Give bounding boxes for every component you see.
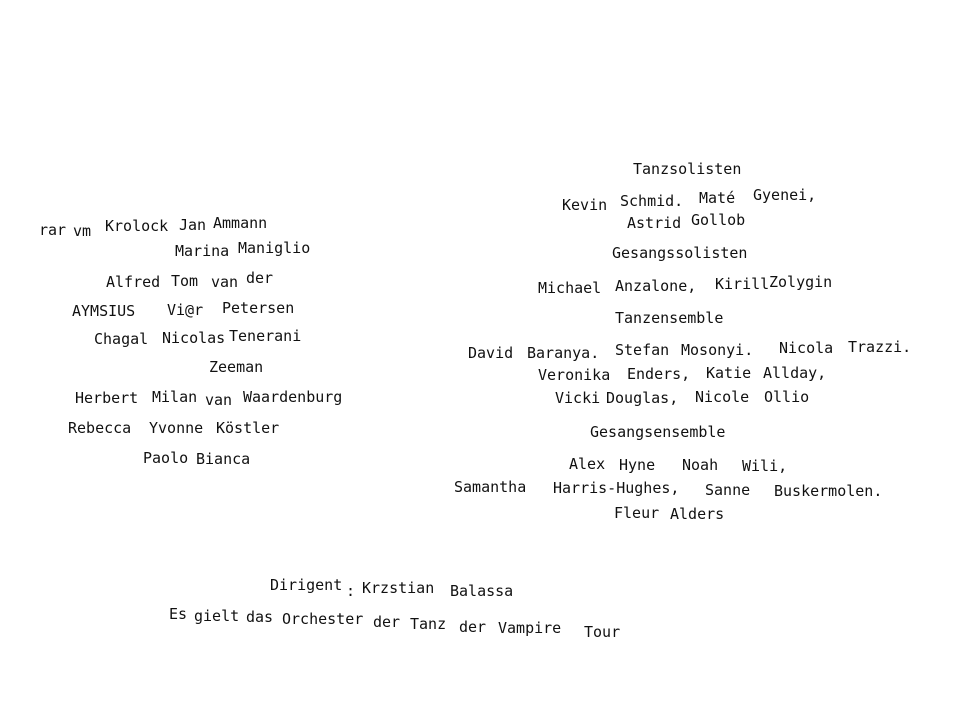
cast-word: Hyne bbox=[619, 456, 656, 474]
cast-word: Tom bbox=[171, 272, 199, 290]
section-heading: Tanzensemble bbox=[615, 309, 724, 327]
cast-word: rar bbox=[39, 221, 67, 239]
cast-word: van bbox=[205, 391, 233, 409]
cast-word: vm bbox=[73, 222, 92, 240]
cast-word: Paolo bbox=[143, 449, 189, 467]
cast-word: Tenerani bbox=[229, 327, 302, 345]
cast-word: Noah bbox=[682, 456, 719, 474]
cast-word: Es bbox=[169, 605, 188, 623]
cast-word: Ollio bbox=[764, 388, 810, 406]
cast-word: Stefan bbox=[615, 341, 670, 359]
cast-word: das bbox=[246, 608, 274, 626]
cast-word: Petersen bbox=[222, 299, 295, 317]
cast-word: Allday, bbox=[763, 364, 827, 382]
cast-word: Katie bbox=[706, 364, 752, 382]
cast-word: Alders bbox=[670, 505, 725, 523]
cast-word: Wili, bbox=[742, 457, 788, 475]
cast-word: Buskermolen. bbox=[774, 482, 883, 500]
cast-word: Orchester bbox=[282, 610, 364, 628]
cast-word: Maniglio bbox=[238, 239, 311, 257]
cast-word: Vampire bbox=[498, 619, 562, 637]
cast-word: Herbert bbox=[75, 389, 139, 407]
cast-word: der bbox=[459, 618, 487, 636]
cast-word: Vicki bbox=[555, 389, 601, 407]
cast-word: Zolygin bbox=[769, 273, 833, 291]
cast-word: Tanz bbox=[410, 615, 447, 633]
cast-word: Douglas, bbox=[606, 389, 679, 407]
cast-word: Waardenburg bbox=[243, 388, 343, 406]
cast-word: Tour bbox=[584, 623, 621, 641]
cast-word: van bbox=[211, 273, 239, 291]
cast-word: Milan bbox=[152, 388, 198, 406]
cast-word: Jan bbox=[179, 216, 207, 234]
cast-word: Trazzi. bbox=[848, 338, 912, 356]
cast-word: Bianca bbox=[196, 450, 251, 468]
cast-word: Samantha bbox=[454, 478, 527, 496]
cast-word: der bbox=[373, 613, 401, 631]
section-heading: Gesangsensemble bbox=[590, 423, 726, 441]
cast-word: AYMSIUS bbox=[72, 302, 136, 320]
cast-word: Kevin bbox=[562, 196, 608, 214]
cast-word: gielt bbox=[194, 607, 240, 625]
cast-word: Mosonyi. bbox=[681, 341, 754, 359]
cast-word: Michael bbox=[538, 279, 602, 297]
cast-word: Nicola bbox=[779, 339, 834, 357]
cast-word: Enders, bbox=[627, 365, 691, 383]
cast-word: Gyenei, bbox=[753, 186, 817, 204]
cast-word: Yvonne bbox=[149, 419, 204, 437]
cast-word: Harris-Hughes, bbox=[553, 479, 680, 497]
cast-word: Alfred bbox=[106, 273, 161, 291]
cast-word: Astrid bbox=[627, 214, 682, 232]
cast-word: Zeeman bbox=[209, 358, 264, 376]
cast-word: Sanne bbox=[705, 481, 751, 499]
cast-word: der bbox=[246, 269, 274, 287]
cast-word: Chagal bbox=[94, 330, 149, 348]
cast-word: Rebecca bbox=[68, 419, 132, 437]
cast-word: Dirigent bbox=[270, 576, 343, 594]
cast-word: Alex bbox=[569, 455, 606, 473]
cast-word: Krolock bbox=[105, 217, 169, 235]
section-heading: Gesangssolisten bbox=[612, 244, 748, 262]
cast-word: Anzalone, bbox=[615, 277, 697, 295]
cast-word: Baranya. bbox=[527, 344, 600, 362]
cast-word: Marina bbox=[175, 242, 230, 260]
cast-word: Balassa bbox=[450, 582, 514, 600]
cast-word: Gollob bbox=[691, 211, 746, 229]
cast-word: Veronika bbox=[538, 366, 611, 384]
cast-word: Nicolas bbox=[162, 329, 226, 347]
cast-word: Krzstian bbox=[362, 579, 435, 597]
cast-word: : bbox=[346, 582, 356, 600]
cast-word: Schmid. bbox=[620, 192, 684, 210]
cast-word: Fleur bbox=[614, 504, 660, 522]
cast-word: Kirill bbox=[715, 275, 770, 293]
cast-word: Vi@r bbox=[167, 301, 204, 319]
cast-word: Köstler bbox=[216, 419, 280, 437]
section-heading: Tanzsolisten bbox=[633, 160, 742, 178]
cast-word: Ammann bbox=[213, 214, 268, 232]
cast-word: Maté bbox=[699, 189, 736, 207]
cast-word: David bbox=[468, 344, 514, 362]
cast-word: Nicole bbox=[695, 388, 750, 406]
